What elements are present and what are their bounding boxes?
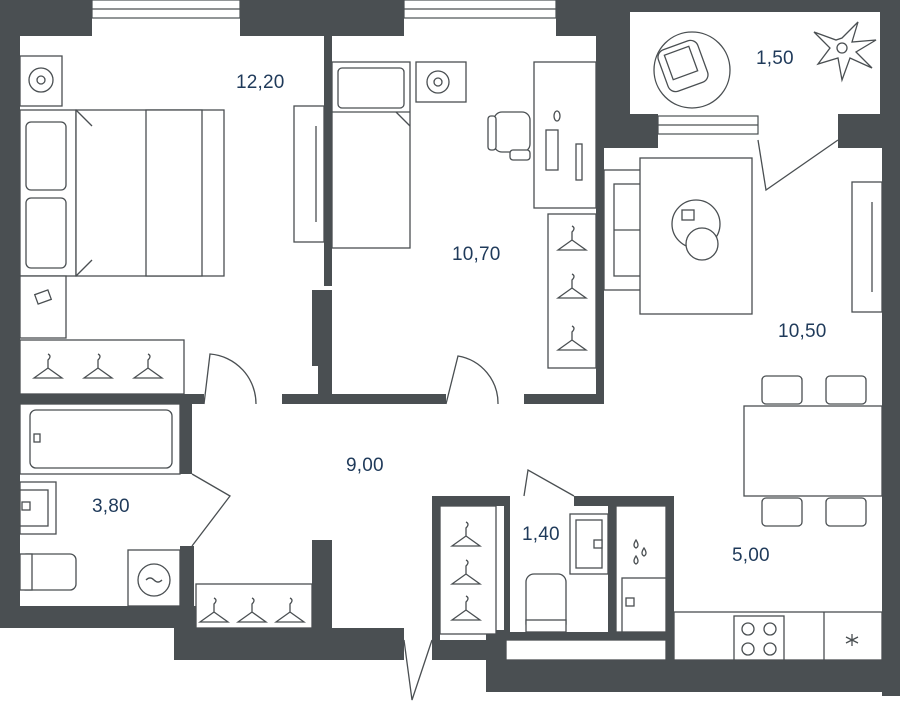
hallway-furniture [195,505,497,635]
area-label-hallway: 9,00 [346,455,384,476]
hanger-icon [555,273,589,299]
sink-icon [19,55,63,107]
hanger-icon [235,597,269,623]
stove-icon [733,615,785,661]
hanger-icon [449,521,483,547]
sink-icon [19,481,57,535]
toilet-icon [525,573,567,633]
armchair-icon [653,31,731,109]
extractor-icon [845,634,859,646]
hanger-icon [197,597,231,623]
hanger-icon [81,353,115,379]
desk-chair-icon [487,111,531,161]
area-label-bedroom-large: 12,20 [236,72,285,93]
hanger-icon [449,595,483,621]
area-label-bathroom: 3,80 [92,496,130,517]
living-room-furniture [603,157,883,315]
sink-icon [415,61,467,103]
hanger-icon [273,597,307,623]
area-label-balcony: 1,50 [756,48,794,69]
dining-table-icon [743,375,883,527]
doors [191,139,839,701]
washing-machine-icon [127,549,181,607]
bed-icon [19,109,225,277]
windows [91,0,759,135]
balcony-furniture [653,21,877,109]
bed-icon [331,61,411,249]
hanger-icon [31,353,65,379]
area-label-toilet: 1,40 [522,524,560,545]
area-label-bedroom-small: 10,70 [452,244,501,265]
hanger-icon [449,559,483,585]
sink-icon [569,513,609,575]
area-label-kitchen: 5,00 [732,545,770,566]
toilet-icon [19,553,77,591]
bathroom-furniture [19,403,181,607]
kitchen-furniture [505,505,883,661]
bedroom-large-furniture [19,55,325,395]
plant-icon [813,21,877,83]
sofa-icon [603,169,643,291]
hanger-icon [131,353,165,379]
hanger-icon [555,325,589,351]
bedroom-small-furniture [331,61,597,369]
bathtub-icon [19,403,181,475]
hanger-icon [555,225,589,251]
water-drops-icon [633,538,647,565]
area-label-living-room: 10,50 [778,321,827,342]
toilet-furniture [525,513,609,633]
